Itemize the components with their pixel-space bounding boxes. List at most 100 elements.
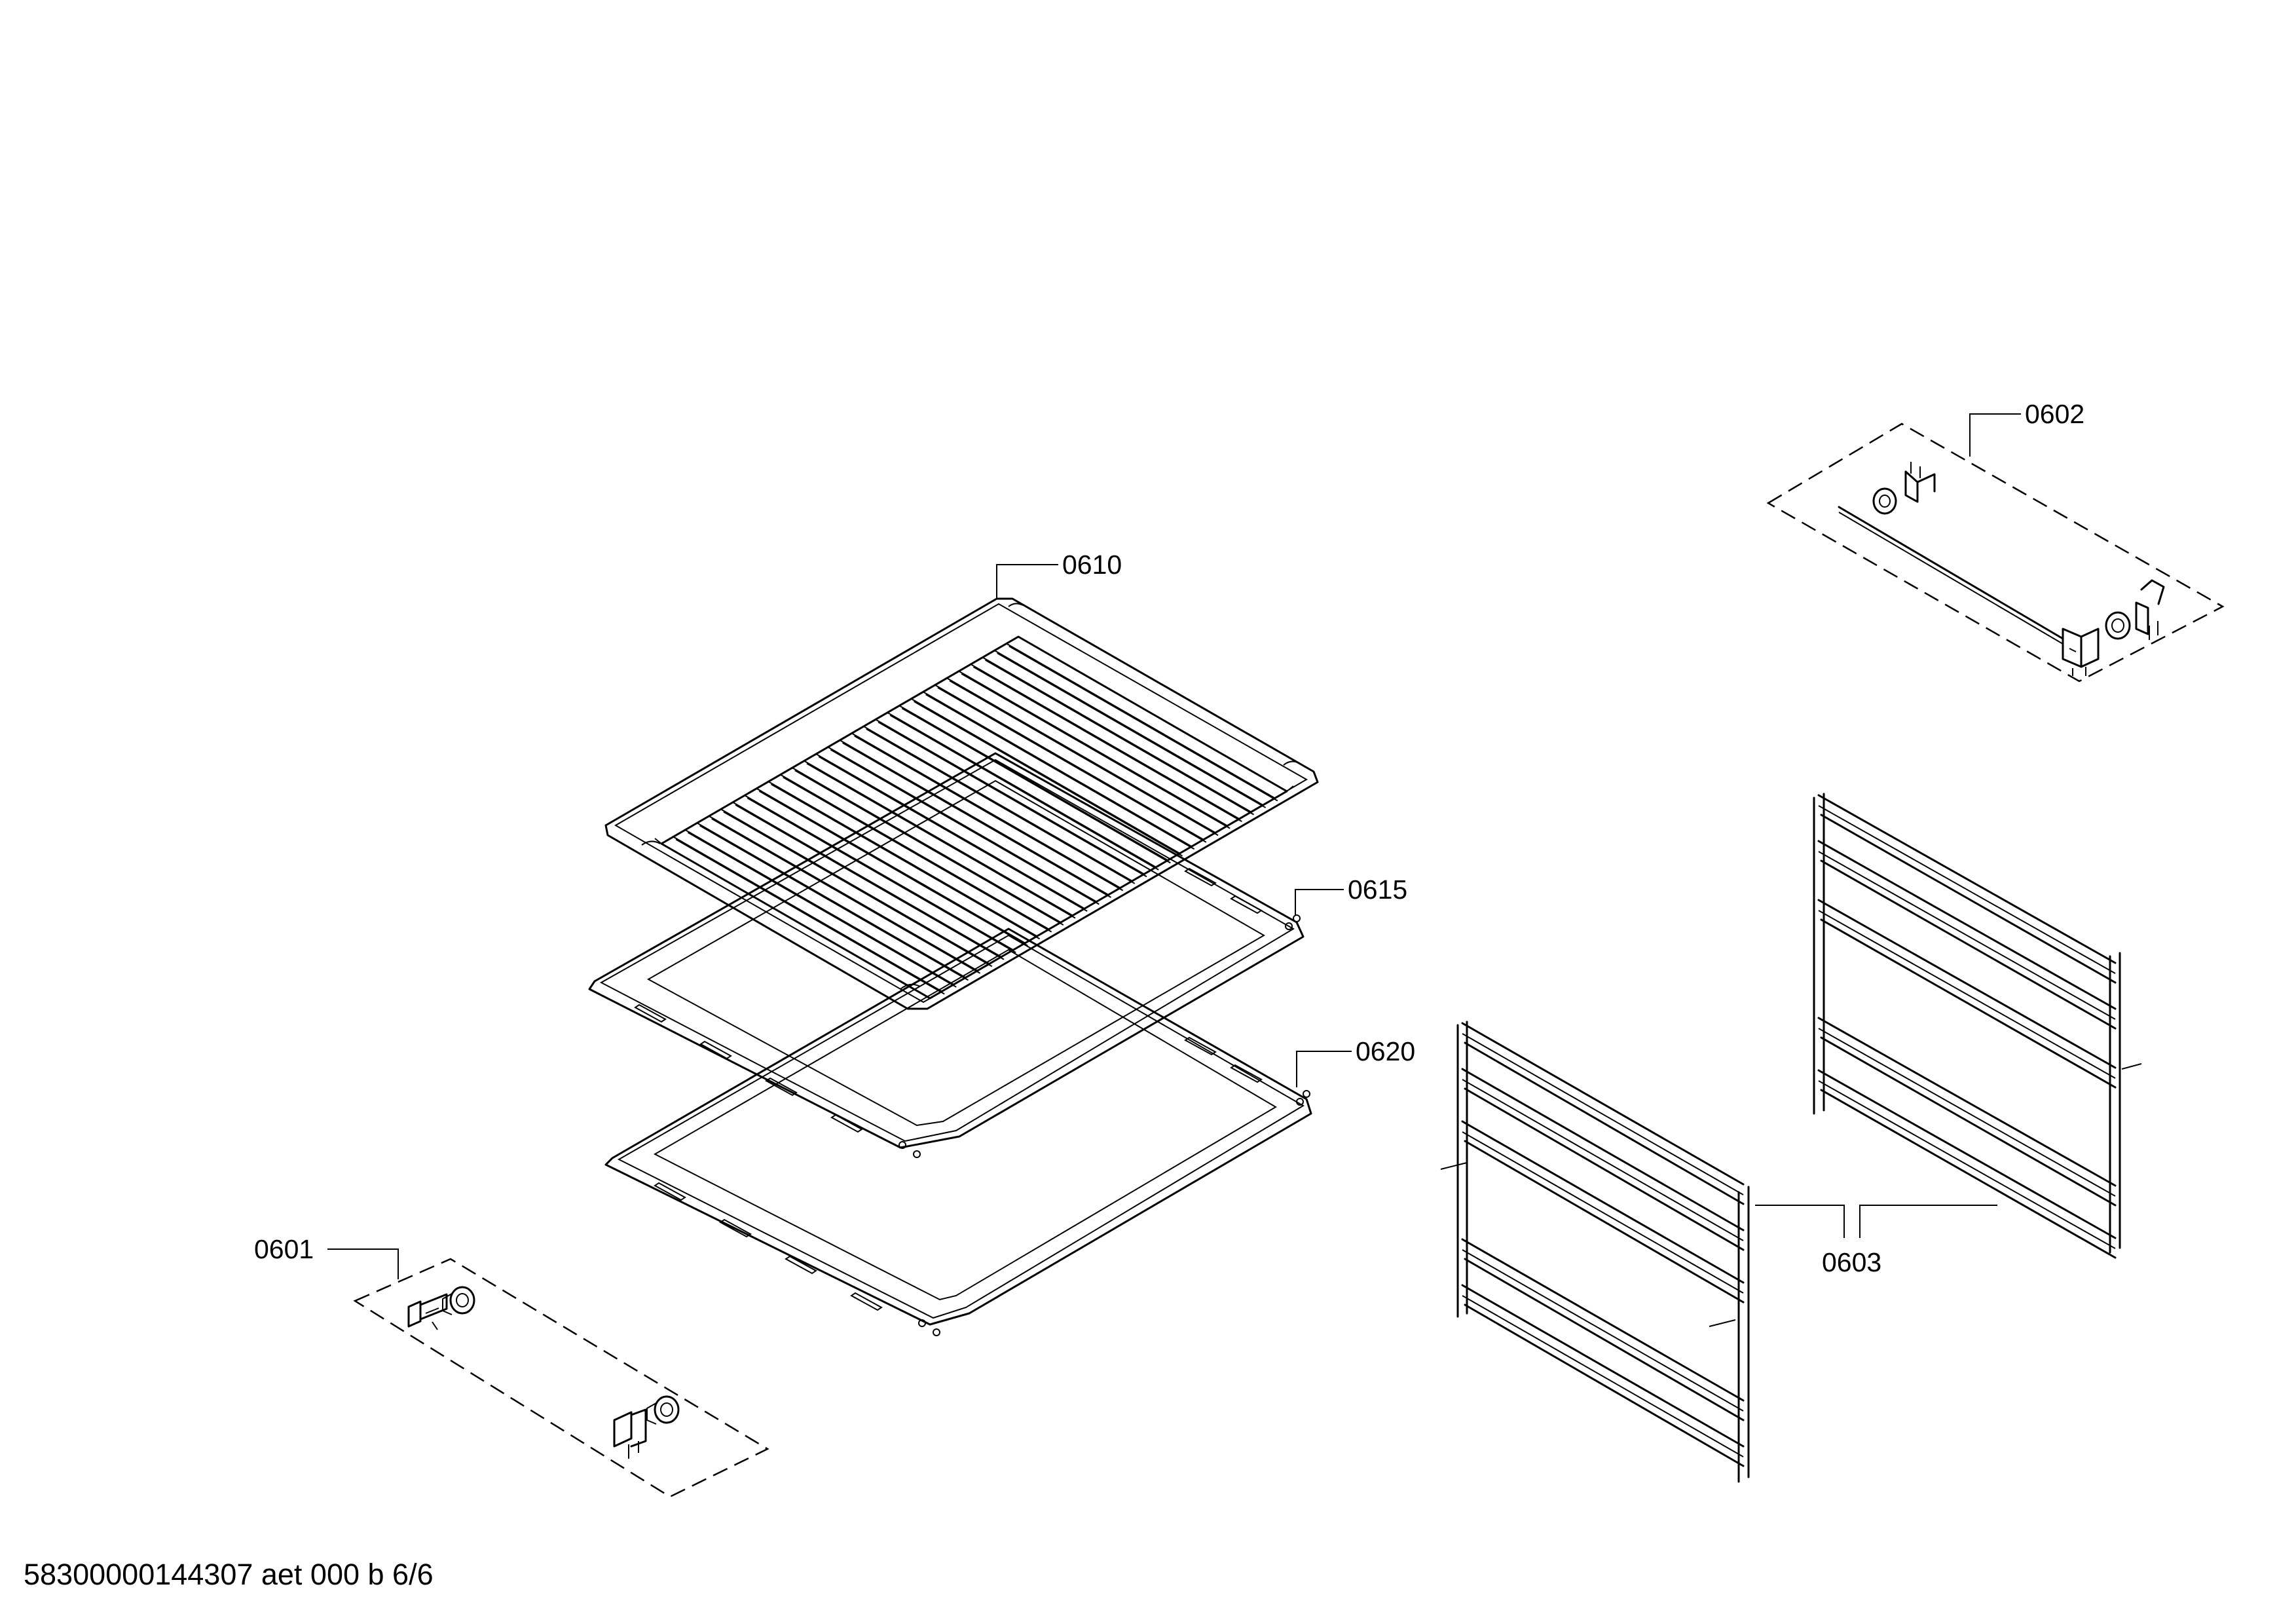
shelf-wire	[818, 756, 1088, 912]
shelf-wire	[854, 735, 1124, 891]
shelf-wire	[720, 808, 990, 965]
shelf-wire	[794, 770, 1064, 926]
tray-slots	[634, 867, 1263, 1133]
support-rail	[1817, 899, 2117, 1069]
shelf-wire	[898, 705, 1168, 861]
bolt-icon	[2105, 611, 2131, 640]
support-rail	[1462, 1249, 1744, 1412]
support-rail	[1461, 1238, 1745, 1402]
support-rail	[1820, 859, 2117, 1030]
callout-0601: 0601	[254, 1234, 314, 1264]
clip-icon	[2135, 579, 2165, 640]
shelf-wire	[747, 797, 1016, 954]
shelf-wire	[758, 790, 1028, 947]
shelf-wire	[735, 804, 1005, 960]
shelf-wire	[815, 753, 1085, 909]
shelf-wire	[914, 700, 1183, 857]
shelf-wire	[827, 746, 1097, 903]
part-0601-fastening-kit: 0601	[254, 1234, 769, 1498]
shelf-wire	[923, 691, 1193, 848]
shelf-wire	[1009, 645, 1278, 802]
shelf-wire	[732, 801, 1002, 958]
shelf-wire	[804, 760, 1073, 916]
shelf-wire	[723, 811, 993, 967]
part-0620-roasting-pan: 0620	[604, 928, 1415, 1336]
shelf-wire	[756, 787, 1026, 944]
shelf-wire	[744, 795, 1014, 951]
rod-icon	[1838, 506, 2064, 645]
shelf-wire	[709, 816, 978, 971]
shelf-wire	[687, 832, 957, 988]
shelf-wire	[768, 781, 1037, 937]
support-rail	[1817, 840, 2117, 1010]
shelf-wire	[684, 829, 954, 985]
shelf-wire	[958, 670, 1228, 827]
callout-0602: 0602	[2025, 399, 2084, 429]
clip-icon	[613, 1408, 647, 1459]
shelf-wire	[982, 656, 1251, 813]
shelf-wire	[806, 762, 1076, 919]
shelf-wire	[697, 822, 966, 979]
shelf-wire	[711, 818, 981, 974]
support-rail	[1818, 805, 2116, 974]
support-rail	[1820, 918, 2117, 1089]
shelf-wire	[901, 707, 1171, 864]
support-rail	[1464, 1258, 1745, 1421]
support-rail	[1817, 1017, 2117, 1187]
shelf-wire	[961, 673, 1231, 829]
right-shelf-support	[1813, 793, 2142, 1259]
shelf-wire	[911, 698, 1180, 854]
shelf-wire	[878, 721, 1147, 878]
shelf-wire	[771, 783, 1040, 940]
support-rail	[1820, 1089, 2117, 1259]
support-rail	[1461, 1120, 1745, 1284]
bolt-icon	[646, 1395, 680, 1425]
document-id: 58300000144307 aet 000 b 6/6	[24, 1558, 434, 1591]
support-rail	[1462, 1295, 1744, 1457]
shelf-wire	[866, 728, 1136, 884]
support-rail	[1817, 1069, 2117, 1239]
support-rail	[1464, 1140, 1745, 1304]
support-rail	[1464, 1042, 1745, 1205]
shelf-wire	[830, 749, 1100, 905]
support-rail	[1462, 1079, 1744, 1241]
callout-0620: 0620	[1356, 1036, 1415, 1066]
shelf-wire	[985, 659, 1254, 816]
shelf-wire	[675, 838, 945, 995]
support-rail	[1464, 1087, 1745, 1251]
shelf-wire	[783, 776, 1052, 933]
shelf-wire	[875, 719, 1145, 875]
support-rail	[1461, 1284, 1745, 1448]
shelf-wire	[889, 715, 1159, 871]
shelf-wire	[863, 726, 1133, 882]
shelf-wire	[937, 686, 1207, 843]
shelf-wire	[1006, 643, 1276, 799]
support-rail	[1462, 1131, 1744, 1294]
shelf-wire	[994, 650, 1264, 806]
shelf-wire	[780, 774, 1050, 930]
shelf-wire	[673, 836, 942, 992]
support-rail	[1818, 1028, 2116, 1197]
bracket-icon	[2062, 628, 2100, 676]
clip-icon	[407, 1293, 448, 1330]
support-rail	[1818, 1080, 2116, 1249]
shelf-wire	[970, 664, 1240, 819]
shelf-wire	[840, 740, 1109, 895]
shelf-wire	[925, 694, 1195, 850]
shelf-wires	[673, 643, 1278, 995]
shelf-wire	[997, 652, 1267, 808]
shelf-wire	[842, 742, 1111, 898]
part-0603-shelf-supports: 0603	[1440, 793, 2142, 1483]
part-0610-wire-shelf: 0610	[604, 550, 1319, 1010]
support-rail	[1462, 1033, 1744, 1195]
shelf-wire	[792, 767, 1062, 923]
bolt-icon	[442, 1286, 475, 1315]
bolt-icon	[1872, 487, 1897, 515]
shelf-wire	[949, 680, 1219, 836]
tray-slots	[654, 1036, 1263, 1311]
support-rail	[1461, 1022, 1745, 1186]
shelf-wire	[699, 825, 969, 981]
support-rail	[1464, 1304, 1745, 1467]
support-rail	[1820, 814, 2117, 984]
